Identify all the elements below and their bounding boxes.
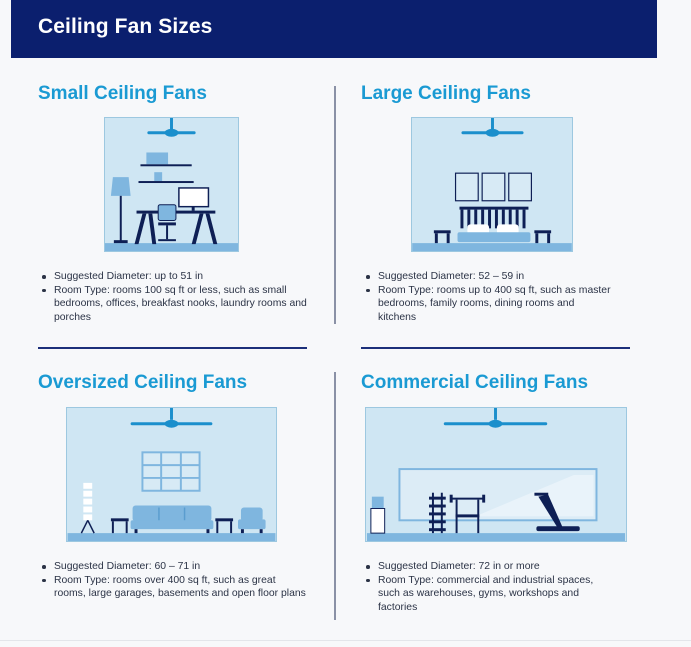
commercial-room-scene: [366, 408, 626, 541]
large-fans-details: Suggested Diameter: 52 – 59 in Room Type…: [364, 270, 614, 324]
diameter-text: Suggested Diameter: 72 in or more: [364, 560, 614, 574]
fan-icon: [443, 408, 548, 428]
window-icon: [141, 451, 201, 492]
floor-lamp-icon: [80, 482, 95, 534]
page-title: Ceiling Fan Sizes: [38, 15, 213, 38]
small-fans-details: Suggested Diameter: up to 51 in Room Typ…: [40, 270, 320, 324]
vertical-divider-top: [334, 86, 336, 324]
armchair-icon: [238, 507, 266, 534]
room-type-text: Room Type: commercial and industrial spa…: [364, 574, 614, 615]
room-type-text: Room Type: rooms over 400 sq ft, such as…: [40, 574, 310, 601]
section-commercial-fans: Commercial Ceiling Fans: [361, 372, 661, 622]
section-title: Commercial Ceiling Fans: [361, 372, 589, 393]
page-bottom-border: [0, 640, 691, 641]
diameter-text: Suggested Diameter: up to 51 in: [40, 270, 320, 284]
nightstand-left-icon: [433, 230, 451, 244]
floor: [366, 533, 626, 541]
section-title: Large Ceiling Fans: [361, 83, 531, 104]
wall-mirror-icon: [398, 468, 598, 522]
fan-icon: [461, 118, 524, 137]
floor: [67, 533, 276, 541]
section-title: Small Ceiling Fans: [38, 83, 207, 104]
commercial-fans-details: Suggested Diameter: 72 in or more Room T…: [364, 560, 614, 614]
page-header: Ceiling Fan Sizes: [11, 0, 657, 58]
horizontal-divider-left: [38, 347, 307, 349]
section-title: Oversized Ceiling Fans: [38, 372, 248, 393]
water-cooler-icon: [370, 496, 386, 534]
floor-lamp-icon: [110, 177, 131, 244]
treadmill-icon: [534, 492, 580, 532]
section-small-fans: Small Ceiling Fans: [38, 83, 338, 333]
small-room-scene: [105, 118, 238, 251]
diameter-text: Suggested Diameter: 52 – 59 in: [364, 270, 614, 284]
side-table-left-icon: [110, 518, 129, 534]
office-chair-icon: [157, 204, 177, 242]
oversized-room-scene: [67, 408, 276, 541]
large-room-illustration: [411, 117, 573, 252]
oversized-fans-details: Suggested Diameter: 60 – 71 in Room Type…: [40, 560, 310, 601]
small-room-illustration: [104, 117, 239, 252]
section-large-fans: Large Ceiling Fans: [361, 83, 661, 333]
vertical-divider-bottom: [334, 372, 336, 620]
dumbbell-rack-icon: [429, 492, 446, 534]
nightstand-right-icon: [534, 230, 552, 244]
large-room-scene: [412, 118, 572, 251]
oversized-room-illustration: [66, 407, 277, 542]
room-type-text: Room Type: rooms 100 sq ft or less, such…: [40, 284, 320, 325]
diameter-text: Suggested Diameter: 60 – 71 in: [40, 560, 310, 574]
floor: [412, 243, 572, 251]
shelf-icon: [138, 152, 194, 184]
section-oversized-fans: Oversized Ceiling Fans: [38, 372, 338, 622]
fan-icon: [147, 118, 196, 137]
horizontal-divider-right: [361, 347, 630, 349]
fan-icon: [130, 408, 213, 428]
sofa-icon: [130, 505, 214, 534]
commercial-room-illustration: [365, 407, 627, 542]
room-type-text: Room Type: rooms up to 400 sq ft, such a…: [364, 284, 614, 325]
wall-frames-icon: [454, 172, 532, 202]
floor: [105, 243, 238, 251]
bed-icon: [457, 206, 531, 243]
weight-bench-icon: [449, 494, 486, 534]
side-table-right-icon: [215, 518, 234, 534]
monitor-icon: [178, 187, 210, 211]
